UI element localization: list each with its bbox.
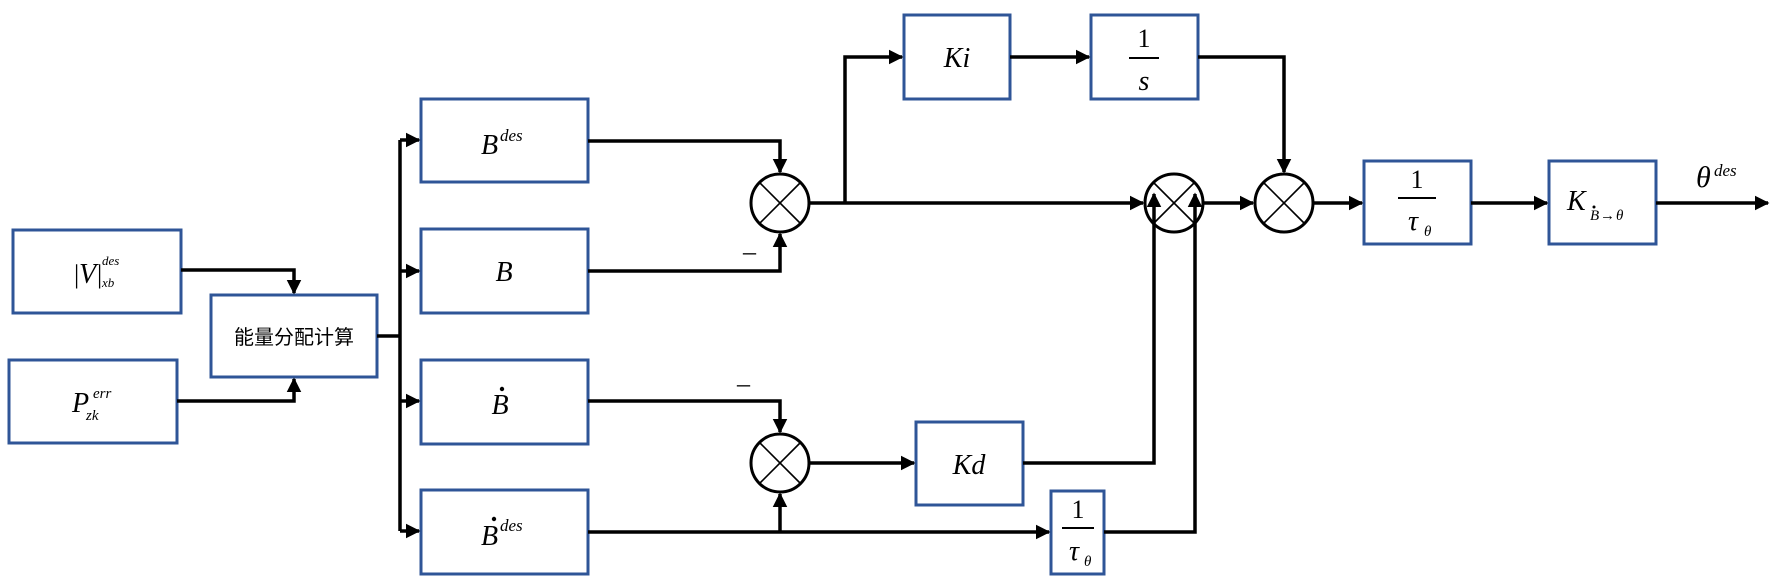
filter-bottom-numerator: 1 (1072, 495, 1085, 524)
b-dot-des-mark (491, 516, 497, 522)
filter-bottom-sub: θ (1084, 554, 1092, 570)
wire-p-to-energy (177, 377, 302, 403)
wire-kd-to-sum3 (1023, 192, 1162, 465)
block-b-des: B des (419, 97, 590, 184)
ki-label: Ki (943, 43, 970, 74)
gain-sub-arrow: → (1600, 208, 1615, 224)
gain-base: K (1566, 186, 1587, 217)
minus-sign-b-dot: – (736, 369, 751, 398)
filter-top-sub: θ (1424, 224, 1432, 240)
output-sup: des (1714, 161, 1737, 180)
v-xb-sup: des (102, 253, 119, 268)
b-dot-des-base: B (481, 521, 498, 552)
sum-junction-4 (1253, 172, 1315, 234)
block-b-dot: B (419, 358, 590, 446)
sum-junction-1 (749, 172, 811, 234)
integrator-numerator: 1 (1138, 24, 1151, 53)
wire-filter-bottom-to-sum3 (1104, 192, 1203, 534)
minus-sign-b: – (742, 237, 757, 266)
b-des-base: B (481, 130, 498, 161)
p-zk-sub: zk (85, 408, 99, 424)
sum-junction-2 (749, 432, 811, 494)
integrator-denominator: s (1139, 66, 1150, 97)
wire-b-dot-to-sum2 (588, 399, 788, 434)
gain-sub-b: B (1590, 208, 1599, 224)
filter-bottom-tau: τ (1069, 536, 1080, 567)
block-p-zk-err: P err zk (7, 358, 179, 445)
b-label: B (495, 257, 512, 288)
output-theta-des: θ des (1696, 161, 1737, 194)
wire-b-to-sum1 (588, 232, 788, 273)
wire-integrator-to-sum4 (1198, 55, 1292, 174)
block-gain-k: K B → θ (1547, 159, 1658, 246)
filter-top-numerator: 1 (1411, 165, 1424, 194)
block-ki: Ki (902, 13, 1012, 101)
wire-v-to-energy (181, 268, 302, 295)
wire-sum1-to-ki (843, 49, 904, 203)
kd-label: Kd (952, 450, 987, 481)
output-base: θ (1696, 161, 1711, 194)
b-dot-mark (499, 386, 505, 392)
p-zk-base: P (71, 388, 89, 419)
v-xb-sub: xb (101, 275, 115, 290)
wires (177, 49, 1770, 540)
block-kd: Kd (914, 420, 1025, 507)
block-v-xb-des: | V | des xb (11, 228, 183, 315)
gain-sub-theta: θ (1616, 208, 1624, 224)
block-b-dot-des: B des (419, 488, 590, 576)
filter-top-tau: τ (1408, 206, 1419, 237)
b-dot-des-sup: des (500, 516, 523, 535)
b-dot-label: B (491, 390, 508, 421)
block-filter-bottom: 1 τ θ (1049, 489, 1106, 576)
v-xb-base: V (79, 259, 99, 290)
p-zk-sup: err (93, 386, 111, 402)
wire-b-des-to-sum1 (588, 139, 788, 174)
svg-text:|: | (74, 260, 79, 289)
energy-allocation-label: 能量分配计算 (234, 325, 354, 349)
block-filter-top: 1 τ θ (1362, 159, 1473, 246)
gain-dot-mark (1592, 205, 1596, 209)
block-integrator: 1 s (1089, 13, 1200, 101)
b-des-sup: des (500, 126, 523, 145)
svg-text:|: | (97, 260, 102, 289)
block-b: B (419, 227, 590, 315)
block-energy-allocation: 能量分配计算 (209, 293, 379, 379)
